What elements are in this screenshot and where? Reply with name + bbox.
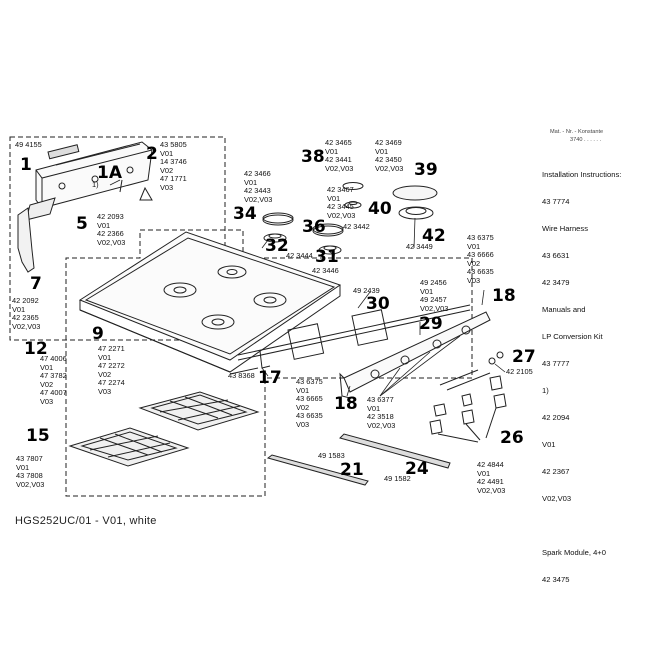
callout-30: 30 (366, 294, 390, 314)
side-trim-drawing (17, 207, 35, 273)
label-12: 47 4006 V01 47 3782 V02 47 4007 V03 (40, 354, 67, 406)
label-1: 49 4155 (15, 140, 42, 149)
label-21: 49 1583 (318, 451, 345, 460)
callout-42: 42 (422, 226, 446, 246)
manifold-drawing (229, 304, 471, 375)
panel-line: 43 6631 (542, 251, 570, 260)
callout-38: 38 (301, 147, 325, 167)
label-36: 42 3467 V01 42 3445 V02,V03 (327, 185, 356, 220)
panel-line: 42 2094 (542, 413, 570, 422)
label-1-note: 1) (92, 180, 99, 189)
label-29: 49 2456 V01 49 2457 V02,V03 (420, 278, 449, 313)
callout-34: 34 (233, 204, 257, 224)
callout-2: 2 (146, 144, 158, 164)
label-7: 42 2092 V01 42 2365 V02,V03 (12, 296, 41, 331)
label-15: 43 7807 V01 43 7808 V02,V03 (16, 454, 45, 489)
label-31: 42 3446 (312, 266, 339, 275)
panel-line: 42 2367 (542, 467, 570, 476)
panel-line: Manuals and (542, 305, 586, 314)
knobs-drawing (429, 375, 507, 443)
burner-parts-drawing (262, 182, 438, 255)
frame-cooktop (65, 229, 473, 497)
label-17: 43 8368 (228, 371, 255, 380)
label-9: 47 2271 V01 47 2272 V02 47 2274 V03 (98, 344, 125, 396)
label-2: 43 5805 V01 14 3746 V02 47 1771 V03 (160, 140, 187, 192)
panel-line: 1) (542, 386, 549, 395)
label-32: 42 3444 (286, 251, 313, 260)
header-columns: Mat. - Nr. - Konstante (550, 129, 604, 135)
callout-9: 9 (92, 324, 104, 344)
rail-24-drawing (339, 433, 451, 469)
callout-26: 26 (500, 428, 524, 448)
label-26: 42 4844 V01 42 4491 V02,V03 (477, 460, 506, 495)
callout-12: 12 (24, 339, 48, 359)
callout-17: 17 (258, 368, 282, 388)
callout-18-top: 18 (492, 286, 516, 306)
info-panel: Installation Instructions: 43 7774 Wire … (542, 152, 621, 602)
callout-27: 27 (512, 347, 536, 367)
label-16: 43 6377 V01 42 3518 V02,V03 (367, 395, 396, 430)
grate-9-drawing (138, 391, 260, 431)
panel-line: Installation Instructions: (542, 170, 622, 179)
panel-line: 42 3479 (542, 278, 570, 287)
front-panel-drawing (343, 311, 491, 393)
panel-line: Wire Harness (542, 224, 588, 233)
panel-line: 42 3475 (542, 575, 570, 584)
callout-5: 5 (76, 214, 88, 234)
header-code: 3740 . . . . . . (570, 137, 602, 143)
callout-29: 29 (419, 314, 443, 334)
rail-21-drawing (266, 454, 369, 486)
model-caption: HGS252UC/01 - V01, white (15, 515, 157, 527)
panel-line: 43 7774 (542, 197, 570, 206)
callout-32: 32 (265, 236, 289, 256)
panel-line: LP Conversion Kit (542, 332, 603, 341)
callout-31: 31 (315, 247, 339, 267)
callout-24: 24 (405, 459, 429, 479)
callout-7: 7 (30, 274, 42, 294)
label-27: 42 2105 (506, 367, 533, 376)
label-34: 42 3466 V01 42 3443 V02,V03 (244, 169, 273, 204)
cooktop-drawing (78, 231, 342, 373)
pin-drawing (439, 351, 504, 391)
callout-15: 15 (26, 426, 50, 446)
panel-line: V02,V03 (542, 494, 572, 503)
callout-1: 1 (20, 155, 32, 175)
panel-line (542, 521, 621, 530)
callout-1a: 1A (97, 163, 122, 183)
label-18-top: 43 6375 V01 43 6666 V02 43 6635 V03 (467, 233, 494, 285)
label-5: 42 2093 V01 42 2366 V02,V03 (97, 212, 126, 247)
callout-39: 39 (414, 160, 438, 180)
callout-18-bottom: 18 (334, 394, 358, 414)
leader-lines (109, 179, 506, 397)
callout-21: 21 (340, 460, 364, 480)
label-42: 42 3449 (406, 242, 433, 251)
panel-line: 43 7777 (542, 359, 570, 368)
callout-40: 40 (368, 199, 392, 219)
panel-line: Spark Module, 4+0 (542, 548, 606, 557)
label-38: 42 3465 V01 42 3441 V02,V03 (325, 138, 354, 173)
control-panel-drawing (25, 141, 153, 221)
label-24: 49 1582 (384, 474, 411, 483)
panel-line: V01 (542, 440, 556, 449)
label-40: 42 3442 (343, 222, 370, 231)
grate-15-drawing (68, 427, 190, 467)
label-39: 42 3469 V01 42 3450 V02,V03 (375, 138, 404, 173)
label-18-bottom: 43 6375 V01 43 6665 V02 43 6635 V03 (296, 377, 323, 429)
label-30: 49 2439 (353, 286, 380, 295)
callout-36: 36 (302, 217, 326, 237)
frame-control-panel (9, 136, 226, 341)
